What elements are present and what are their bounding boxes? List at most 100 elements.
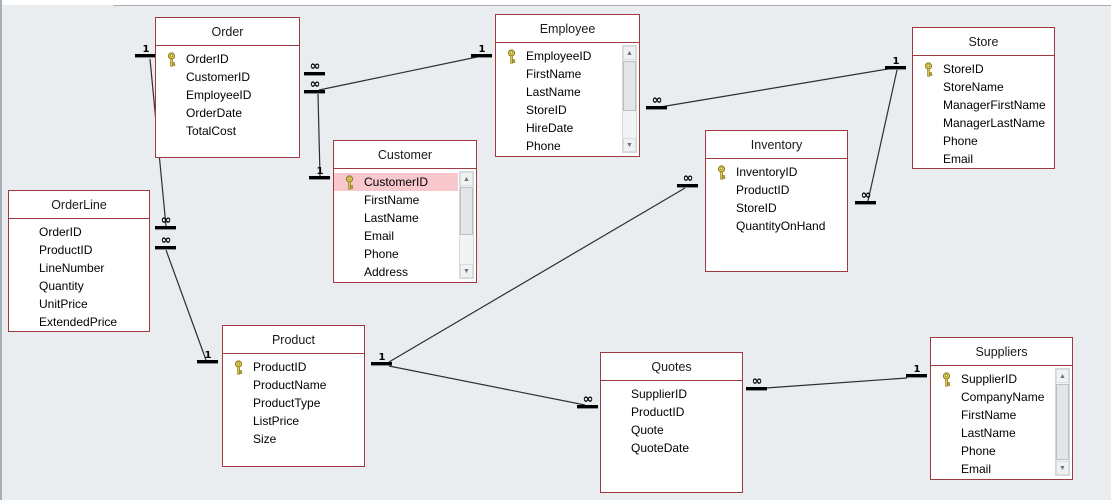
relationship-line-store-employee[interactable] (659, 67, 895, 108)
relationship-line-suppliers-quotes[interactable] (765, 377, 908, 389)
field-row-storeid[interactable]: StoreID (913, 60, 1054, 78)
field-name: FirstName (364, 193, 420, 207)
scrollbar[interactable]: ▲▼ (1055, 368, 1070, 476)
scroll-down-icon[interactable]: ▼ (623, 138, 636, 152)
field-row-quotedate[interactable]: QuoteDate (601, 439, 742, 457)
field-row-managerfirstname[interactable]: ManagerFirstName (913, 96, 1054, 114)
field-row-unitprice[interactable]: UnitPrice (9, 295, 149, 313)
relationship-line-product-inventory[interactable] (388, 187, 686, 363)
field-row-employeeid[interactable]: EmployeeID (156, 86, 299, 104)
table-header-order[interactable]: Order (156, 18, 299, 46)
scrollbar[interactable]: ▲▼ (622, 45, 637, 153)
field-row-lastname[interactable]: LastName (496, 83, 621, 101)
table-header-orderline[interactable]: OrderLine (9, 191, 149, 219)
cardinality-bar (197, 360, 218, 364)
scrollbar[interactable]: ▲▼ (459, 171, 474, 279)
field-row-productid[interactable]: ProductID (223, 358, 364, 376)
field-row-extendedprice[interactable]: ExtendedPrice (9, 313, 149, 331)
field-name: Email (943, 152, 974, 166)
field-row-inventoryid[interactable]: InventoryID (706, 163, 847, 181)
field-row-producttype[interactable]: ProductType (223, 394, 364, 412)
field-row-productid[interactable]: ProductID (706, 181, 847, 199)
table-title: Product (271, 332, 316, 347)
scroll-down-icon[interactable]: ▼ (460, 264, 473, 278)
cardinality-bar (304, 72, 325, 76)
field-row-storename[interactable]: StoreName (913, 78, 1054, 96)
field-row-firstname[interactable]: FirstName (496, 65, 621, 83)
field-name: InventoryID (736, 165, 798, 179)
cardinality-many-marker: ∞ (677, 171, 698, 188)
field-row-supplierid[interactable]: SupplierID (601, 385, 742, 403)
field-row-quote[interactable]: Quote (601, 421, 742, 439)
field-row-quantity[interactable]: Quantity (9, 277, 149, 295)
field-row-hiredate[interactable]: HireDate (496, 119, 621, 137)
scroll-up-icon[interactable]: ▲ (460, 172, 473, 186)
relationship-line-customer-order[interactable] (317, 93, 321, 177)
field-row-productid[interactable]: ProductID (9, 241, 149, 259)
field-row-firstname[interactable]: FirstName (334, 191, 458, 209)
field-row-orderid[interactable]: OrderID (156, 50, 299, 68)
table-header-inventory[interactable]: Inventory (706, 131, 847, 159)
field-row-phone[interactable]: Phone (334, 245, 458, 263)
scroll-down-icon[interactable]: ▼ (1056, 461, 1069, 475)
field-row-lastname[interactable]: LastName (334, 209, 458, 227)
field-row-address[interactable]: Address (334, 263, 458, 281)
relationship-line-product-quotes[interactable] (388, 365, 586, 406)
field-row-productname[interactable]: ProductName (223, 376, 364, 394)
scrollbar-thumb[interactable] (623, 61, 636, 111)
table-header-customer[interactable]: Customer (334, 141, 476, 169)
field-row-employeeid[interactable]: EmployeeID (496, 47, 621, 65)
field-row-size[interactable]: Size (223, 430, 364, 448)
table-header-store[interactable]: Store (913, 28, 1054, 56)
relationship-line-product-orderline[interactable] (165, 249, 207, 361)
field-row-linenumber[interactable]: LineNumber (9, 259, 149, 277)
field-name: Address (364, 265, 409, 279)
field-row-phone[interactable]: Phone (496, 137, 621, 155)
table-header-quotes[interactable]: Quotes (601, 353, 742, 381)
table-header-employee[interactable]: Employee (496, 15, 639, 43)
field-row-customerid[interactable]: CustomerID (156, 68, 299, 86)
relationship-line-employee-order[interactable] (318, 56, 478, 91)
table-header-product[interactable]: Product (223, 326, 364, 354)
field-name: ManagerFirstName (943, 98, 1046, 112)
field-name: LineNumber (39, 261, 105, 275)
scroll-up-icon[interactable]: ▲ (1056, 369, 1069, 383)
field-row-email[interactable]: Email (334, 227, 458, 245)
primary-key-icon (223, 359, 253, 375)
field-row-companyname[interactable]: CompanyName (931, 388, 1054, 406)
field-row-lastname[interactable]: LastName (931, 424, 1054, 442)
field-row-email[interactable]: Email (931, 460, 1054, 478)
field-row-phone[interactable]: Phone (913, 132, 1054, 150)
field-row-firstname[interactable]: FirstName (931, 406, 1054, 424)
field-row-managerlastname[interactable]: ManagerLastName (913, 114, 1054, 132)
field-name: HireDate (526, 121, 574, 135)
field-row-email[interactable]: Email (913, 150, 1054, 168)
field-row-orderdate[interactable]: OrderDate (156, 104, 299, 122)
field-row-phone[interactable]: Phone (931, 442, 1054, 460)
field-row-quantityonhand[interactable]: QuantityOnHand (706, 217, 847, 235)
field-row-orderid[interactable]: OrderID (9, 223, 149, 241)
relationship-line-store-inventory[interactable] (867, 69, 898, 202)
scroll-up-icon[interactable]: ▲ (623, 46, 636, 60)
field-row-storeid[interactable]: StoreID (496, 101, 621, 119)
field-row-productid[interactable]: ProductID (601, 403, 742, 421)
table-header-suppliers[interactable]: Suppliers (931, 338, 1072, 366)
field-row-listprice[interactable]: ListPrice (223, 412, 364, 430)
cardinality-one-marker: 1 (906, 364, 927, 378)
field-row-totalcost[interactable]: TotalCost (156, 122, 299, 140)
scrollbar-thumb[interactable] (1056, 384, 1069, 460)
scrollbar-thumb[interactable] (460, 187, 473, 235)
field-row-customerid[interactable]: CustomerID (334, 173, 458, 191)
field-row-storeid[interactable]: StoreID (706, 199, 847, 217)
field-row-supplierid[interactable]: SupplierID (931, 370, 1054, 388)
